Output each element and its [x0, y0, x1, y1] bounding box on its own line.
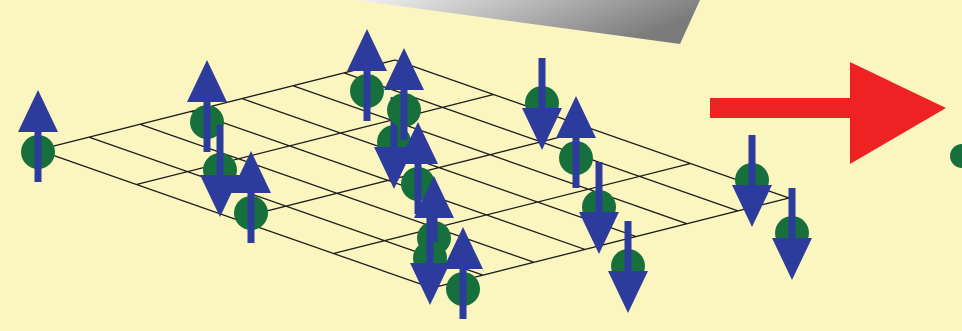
spin-up-arrow-head — [187, 60, 227, 102]
spin-down-arrow-head — [772, 238, 812, 280]
spin-up — [347, 29, 387, 121]
grid-column-line — [292, 85, 688, 225]
spin-up-arrow-head — [18, 90, 58, 132]
spin-down — [608, 221, 648, 313]
grid-column-line — [241, 97, 637, 238]
grid-column-line — [394, 59, 790, 199]
spin-up-arrow-head — [347, 29, 387, 71]
spin-down — [732, 135, 772, 227]
spin-down-arrow-head — [200, 175, 240, 217]
spin-up-arrow-head — [414, 176, 454, 218]
spin-up — [556, 96, 596, 188]
spin-up-arrow-head — [556, 96, 596, 138]
spin-down — [772, 188, 812, 280]
grid-row-line — [37, 59, 396, 151]
spin-layer — [18, 29, 812, 319]
transition-arrow — [710, 62, 946, 164]
spin-up — [18, 90, 58, 182]
spin-up-arrow-head — [398, 122, 438, 164]
spin-up-arrow-head — [231, 151, 271, 193]
spin-up — [384, 48, 424, 140]
grid-row-line — [333, 162, 691, 255]
spin-up-arrow-head — [384, 48, 424, 90]
spin-down-arrow-head — [579, 212, 619, 254]
spin-down-arrow-head — [732, 185, 772, 227]
grid-column-line — [190, 110, 586, 251]
spin-down-arrow-head — [522, 108, 562, 150]
transition-arrow-shaft — [710, 98, 860, 118]
grid-row-line — [136, 93, 494, 186]
spin-down — [200, 125, 240, 217]
grid-column-line — [37, 149, 433, 289]
spin-down-arrow-head — [410, 263, 450, 305]
partial-lattice-site — [950, 144, 962, 168]
transition-arrow-head — [850, 62, 946, 164]
spin-down — [522, 58, 562, 150]
grid-row-line — [431, 197, 790, 289]
spin-up — [443, 227, 483, 319]
spin-down — [579, 162, 619, 254]
spin-up-arrow-head — [443, 227, 483, 269]
spin-up — [231, 151, 271, 243]
tilted-gray-panel — [355, 0, 700, 44]
spin-down-arrow-head — [608, 271, 648, 313]
spin-down — [410, 213, 450, 305]
spin-up — [187, 60, 227, 152]
